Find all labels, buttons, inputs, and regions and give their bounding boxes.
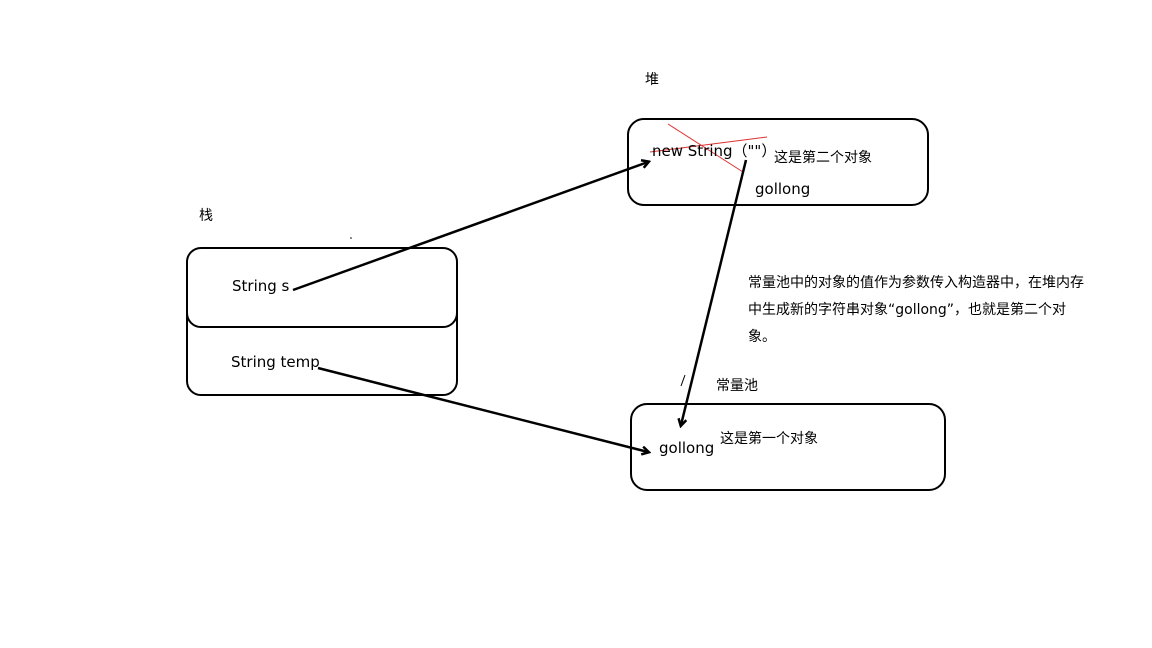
stack-box-s: [186, 247, 458, 328]
stack-var-temp: String temp: [231, 353, 320, 371]
pool-first-object-label: 这是第一个对象: [720, 431, 818, 447]
stack-var-s: String s: [232, 277, 290, 295]
stray-dot: [350, 237, 352, 239]
heap-value: gollong: [755, 180, 811, 198]
explanation-note: 常量池中的对象的值作为参数传入构造器中，在堆内存中生成新的字符串对象“gollo…: [748, 275, 1084, 345]
strike-mark-2: [649, 136, 768, 153]
heap-second-object-label: 这是第二个对象: [774, 150, 872, 166]
strike-mark-1: [667, 123, 744, 173]
pool-value: gollong: [659, 439, 715, 457]
arrow-s-to-heap: [292, 162, 648, 292]
heap-new-string: new String（""）: [652, 142, 777, 160]
heap-label: 堆: [645, 72, 659, 88]
arrow-temp-to-pool: [317, 366, 648, 452]
pool-label: 常量池: [716, 378, 758, 394]
stack-label: 栈: [199, 208, 213, 224]
stray-mark: [680, 374, 686, 387]
heap-box: [627, 118, 929, 206]
arrow-heap-to-pool: [681, 159, 748, 425]
